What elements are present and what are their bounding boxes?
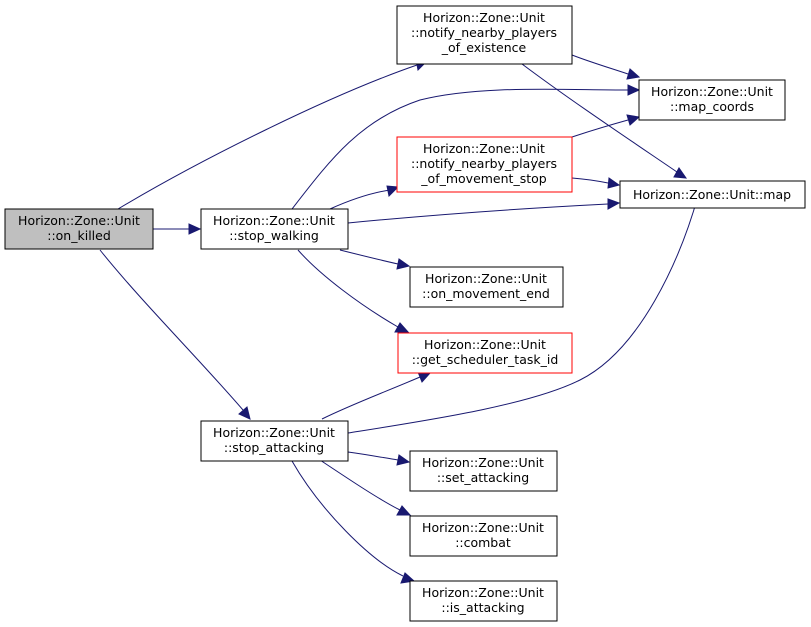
edge-on_killed-notify_existence [117, 58, 430, 210]
node-on_killed-line2: ::on_killed [47, 228, 111, 243]
node-combat-line2: ::combat [455, 535, 511, 550]
node-notify_movement_stop-line2: ::notify_nearby_players [411, 156, 557, 171]
node-is_attacking-line1: Horizon::Zone::Unit [422, 585, 544, 600]
edge-stop_walking-on_movement_end [339, 249, 411, 270]
edges [99, 54, 705, 584]
node-is_attacking[interactable]: Horizon::Zone::Unit ::is_attacking [409, 580, 558, 622]
edge-stop_attacking-is_attacking [291, 460, 416, 584]
edge-on_killed-stop_attacking [99, 249, 251, 420]
node-get_scheduler_task_id[interactable]: Horizon::Zone::Unit ::get_scheduler_task… [397, 332, 573, 374]
node-set_attacking-line1: Horizon::Zone::Unit [422, 455, 544, 470]
node-combat-line1: Horizon::Zone::Unit [422, 520, 544, 535]
edge-notify_movement_stop-map_coords [571, 114, 641, 138]
node-map_coords-line1: Horizon::Zone::Unit [651, 84, 773, 99]
node-notify_existence-line3: _of_existence [441, 40, 527, 55]
node-combat[interactable]: Horizon::Zone::Unit ::combat [409, 515, 558, 557]
edge-notify_movement_stop-map [571, 177, 621, 189]
node-set_attacking-line2: ::set_attacking [437, 470, 529, 485]
node-stop_walking-line2: ::stop_walking [229, 228, 319, 243]
node-on_movement_end-line1: Horizon::Zone::Unit [425, 271, 547, 286]
node-map_coords[interactable]: Horizon::Zone::Unit ::map_coords [638, 79, 786, 121]
edge-stop_attacking-set_attacking [347, 451, 411, 466]
edge-stop_walking-notify_movement_stop [329, 185, 400, 210]
node-notify_movement_stop-line3: _of_movement_stop [420, 171, 546, 186]
edge-stop_attacking-map [347, 183, 705, 434]
node-map-line1: Horizon::Zone::Unit::map [633, 187, 791, 202]
node-get_scheduler_task_id-line2: ::get_scheduler_task_id [412, 352, 559, 367]
node-notify_existence[interactable]: Horizon::Zone::Unit ::notify_nearby_play… [396, 5, 573, 65]
node-notify_movement_stop-line1: Horizon::Zone::Unit [423, 141, 545, 156]
node-notify_existence-line1: Horizon::Zone::Unit [423, 10, 545, 25]
edge-stop_walking-map [347, 198, 621, 224]
node-on_killed[interactable]: Horizon::Zone::Unit ::on_killed [4, 208, 154, 250]
node-map[interactable]: Horizon::Zone::Unit::map [619, 180, 806, 209]
node-notify_existence-line2: ::notify_nearby_players [411, 25, 557, 40]
edge-notify_existence-map [521, 63, 688, 179]
edge-on_killed-stop_walking [153, 223, 202, 235]
node-on_movement_end[interactable]: Horizon::Zone::Unit ::on_movement_end [409, 266, 564, 308]
node-is_attacking-line2: ::is_attacking [441, 600, 524, 615]
node-stop_attacking-line2: ::stop_attacking [224, 440, 324, 455]
node-on_movement_end-line2: ::on_movement_end [422, 286, 550, 301]
edge-stop_walking-map_coords [291, 84, 641, 210]
node-notify_movement_stop[interactable]: Horizon::Zone::Unit ::notify_nearby_play… [396, 136, 573, 193]
node-stop_attacking-line1: Horizon::Zone::Unit [213, 425, 335, 440]
node-stop_walking-line1: Horizon::Zone::Unit [213, 213, 335, 228]
node-stop_attacking[interactable]: Horizon::Zone::Unit ::stop_attacking [200, 420, 349, 462]
node-get_scheduler_task_id-line1: Horizon::Zone::Unit [424, 337, 546, 352]
edge-stop_walking-get_scheduler_task_id [297, 249, 410, 333]
edge-stop_attacking-get_scheduler_task_id [321, 371, 432, 420]
node-on_killed-line1: Horizon::Zone::Unit [18, 213, 140, 228]
node-set_attacking[interactable]: Horizon::Zone::Unit ::set_attacking [409, 450, 558, 492]
edge-notify_existence-map_coords [571, 54, 641, 80]
edge-stop_attacking-combat [319, 459, 412, 516]
nodes: Horizon::Zone::Unit ::on_killed Horizon:… [4, 5, 806, 622]
node-stop_walking[interactable]: Horizon::Zone::Unit ::stop_walking [200, 208, 349, 250]
node-map_coords-line2: ::map_coords [670, 99, 754, 114]
